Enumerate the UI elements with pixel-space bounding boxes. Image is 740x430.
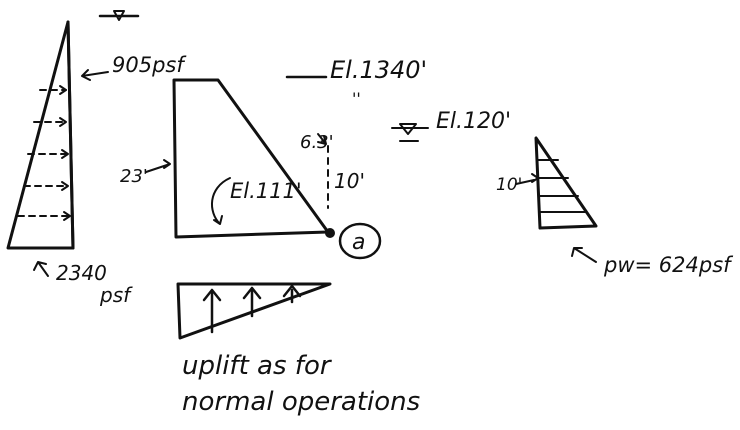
dam-height-callout: 23' [120,159,171,187]
toe-callout: a [338,222,382,260]
tailwater-depth-label: 10' [496,175,522,195]
tail-depth-callout: 10' [327,145,365,209]
toe-point-label: a [352,230,365,255]
crest-elevation-label: El.1340' [330,56,427,84]
uplift-note: uplift as for normal operations [182,351,420,417]
bottom-pressure-unit: psf [99,283,133,307]
tailwater-pressure-label: pw= 624psf [603,253,734,277]
top-pressure-callout: 905psf [81,53,187,81]
base-elevation-label: El.111' [230,179,302,203]
dam-section [172,78,335,239]
bottom-pressure-value: 2340 [56,261,107,285]
uplift-diagram [176,282,332,340]
slope-callout: 6.3' [300,132,334,153]
tailwater-elevation-callout: El.120' [391,109,511,142]
toe-point [325,228,335,238]
crest-elevation-callout: El.1340' '' [285,56,427,108]
bottom-pressure-callout: 2340 psf [33,261,133,307]
base-elevation-callout: El.111' [210,177,302,225]
uplift-note-line1: uplift as for [182,351,333,381]
scribble-marks: '' [352,89,361,108]
tailwater-pressure-diagram: 10' [496,136,598,230]
tailwater-elevation-label: El.120' [436,109,511,134]
upstream-water-surface-symbol [98,10,140,21]
top-pressure-label: 905psf [112,53,187,77]
tail-depth-label: 10' [334,169,365,193]
dam-height-label: 23' [120,166,148,187]
upstream-pressure-diagram [6,20,75,250]
tailwater-pressure-callout: pw= 624psf [571,247,734,277]
uplift-note-line2: normal operations [182,387,420,417]
